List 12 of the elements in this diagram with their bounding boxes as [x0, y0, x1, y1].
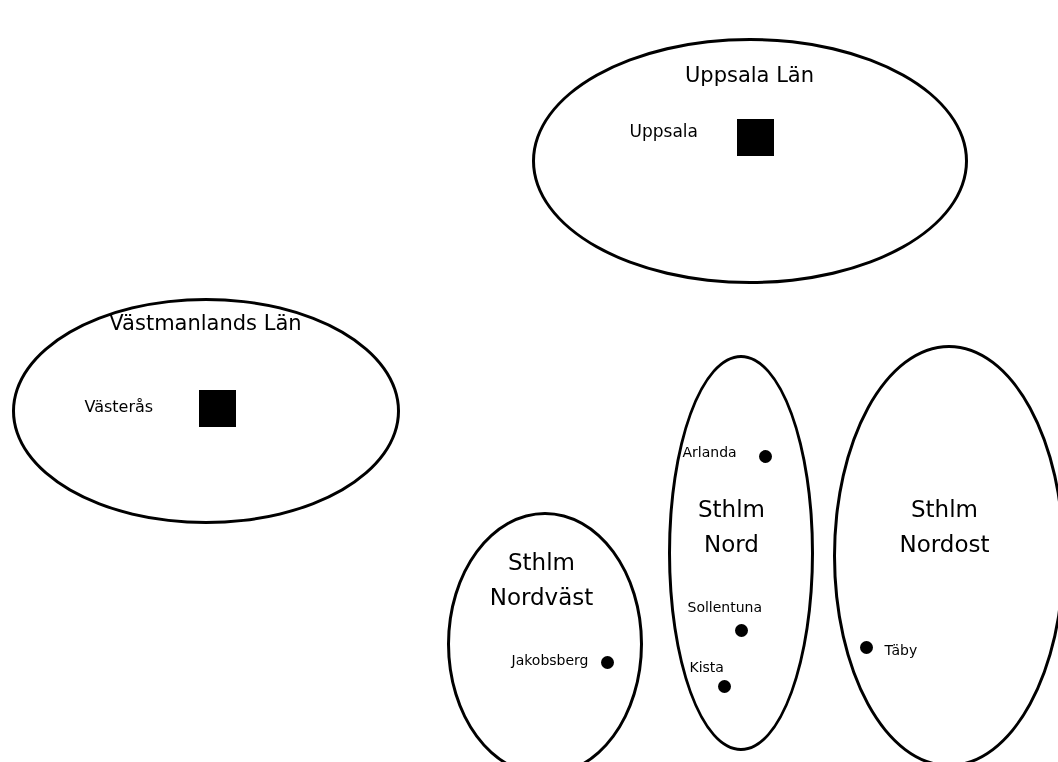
- region-name: Västmanlands Län: [108, 309, 303, 337]
- place-name: Sollentuna: [687, 597, 763, 616]
- place-name: Täby: [884, 640, 918, 659]
- region-name: Sthlm Nord: [697, 494, 766, 559]
- place-name: Jakobsberg: [511, 650, 589, 669]
- region-name: Sthlm Nordväst: [488, 547, 595, 612]
- place-name: Kista: [689, 657, 724, 676]
- place-name: Västerås: [84, 397, 154, 416]
- place-name: Uppsala: [629, 121, 698, 140]
- region-name: Uppsala Län: [683, 61, 816, 89]
- place-name: Arlanda: [682, 442, 737, 461]
- region-name: Sthlm Nordost: [898, 494, 991, 559]
